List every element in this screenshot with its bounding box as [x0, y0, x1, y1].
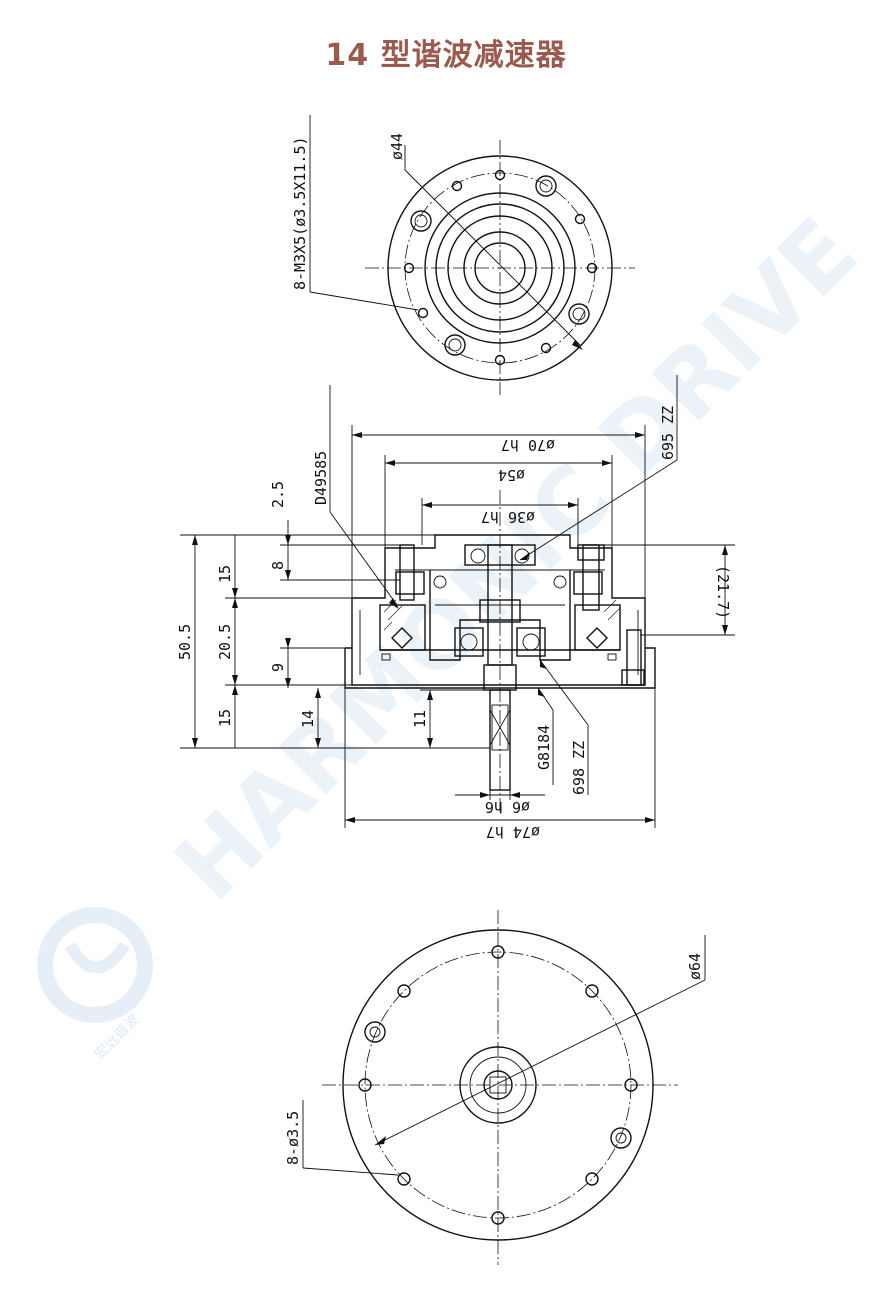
dim-21-7: (21.7)	[714, 565, 732, 619]
dim-20-5: 20.5	[216, 624, 234, 660]
dim-shaft: ø6 h6	[485, 798, 530, 816]
top-view-diameter-dim: ø44	[388, 133, 406, 160]
dim-11: 11	[411, 710, 429, 728]
label-seal: D49585	[312, 451, 330, 505]
top-view-holes-dim: 8-M3X5(ø3.5X11.5)	[291, 136, 309, 290]
dim-bottom: ø74 h7	[486, 823, 540, 841]
bottom-view: ø64 8-ø3.5	[284, 910, 706, 1265]
section-view: ø70 h7 ø54 ø36 h7 50.5	[176, 375, 735, 841]
dim-2-5: 2.5	[269, 481, 287, 508]
dim-15-bottom: 15	[216, 709, 234, 727]
label-bearing-bottom: 698 ZZ	[570, 741, 588, 795]
dim-15-top: 15	[216, 565, 234, 583]
dim-inner-top: ø36 h7	[481, 508, 535, 526]
bottom-view-holes-dim: 8-ø3.5	[284, 1111, 302, 1165]
dim-8: 8	[269, 561, 287, 570]
top-bolt-holes	[403, 169, 598, 366]
dim-14: 14	[299, 710, 317, 728]
bottom-view-diameter-dim: ø64	[686, 953, 704, 980]
dim-50-5: 50.5	[176, 624, 194, 660]
page-title: 14 型谐波减速器	[325, 38, 567, 73]
top-view: ø44 8-M3X5(ø3.5X11.5)	[291, 115, 635, 395]
bottom-bolt-holes	[358, 945, 638, 1225]
dim-mid-top: ø54	[498, 466, 525, 484]
dim-outer-top: ø70 h7	[501, 436, 555, 454]
label-gear: G8184	[535, 725, 553, 770]
dim-9: 9	[269, 663, 287, 672]
label-bearing-top: 695 ZZ	[659, 406, 677, 460]
